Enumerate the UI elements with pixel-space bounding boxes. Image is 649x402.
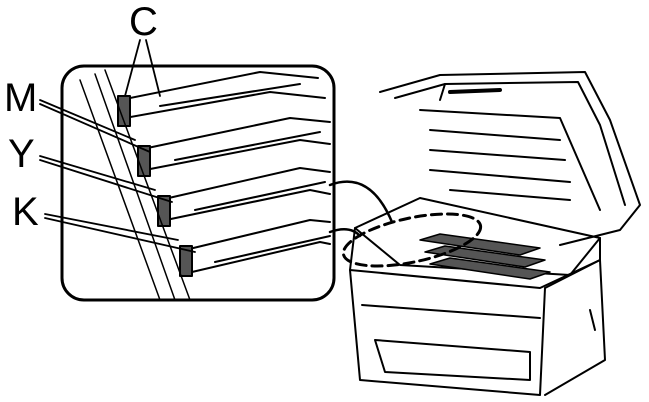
- printer: [341, 71, 641, 396]
- drum-unit-y: [157, 167, 331, 227]
- label-yellow: Y: [8, 132, 35, 176]
- drum-unit-k: [179, 219, 331, 277]
- magnified-inset: [60, 64, 336, 302]
- drum-unit-c: [117, 71, 326, 127]
- label-black: K: [12, 190, 39, 234]
- label-cyan: C: [129, 0, 158, 44]
- leader-lines: [39, 39, 196, 253]
- label-magenta: M: [4, 76, 38, 120]
